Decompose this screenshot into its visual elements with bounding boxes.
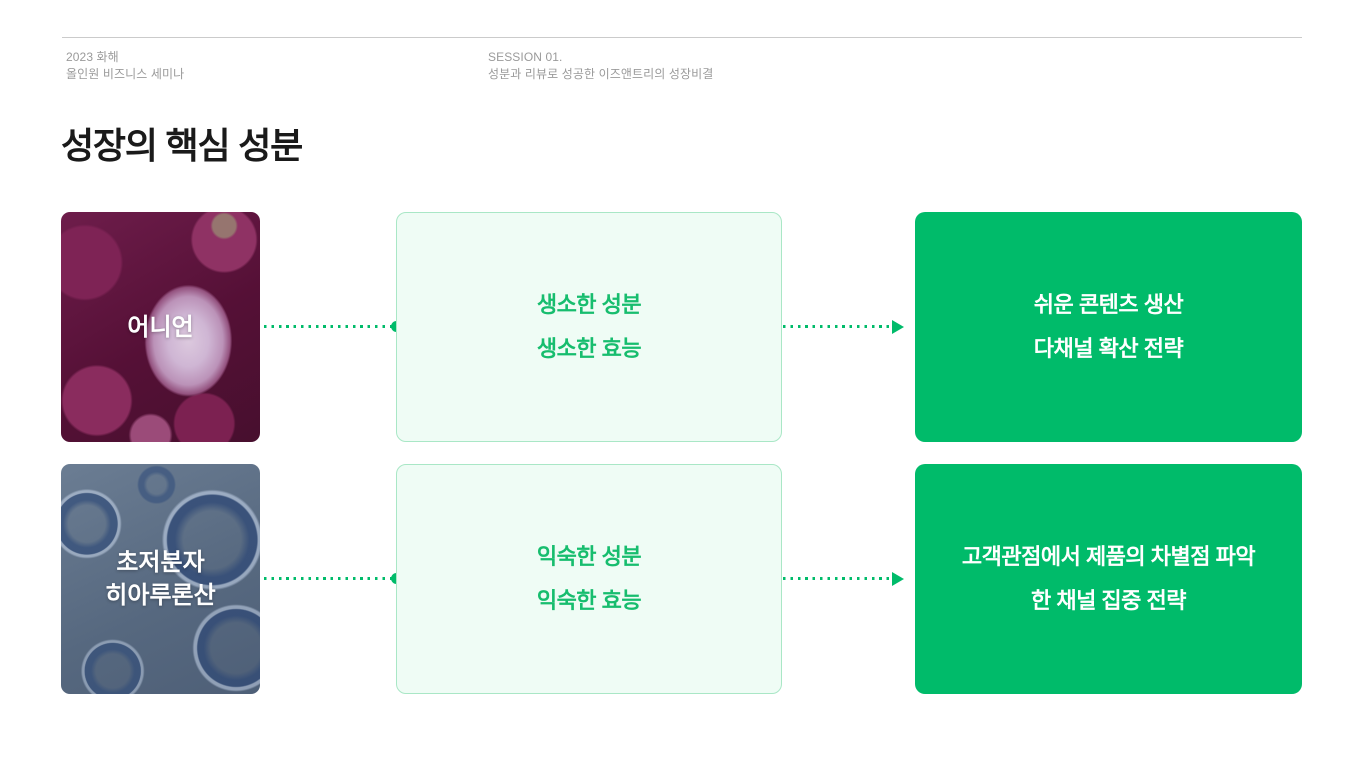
header-session-line1: SESSION 01.: [488, 50, 563, 64]
strategy-line: 쉬운 콘텐츠 생산: [1033, 292, 1184, 317]
ingredient-trait-box-row2: 익숙한 성분 익숙한 효능: [396, 464, 782, 694]
trait-line: 익숙한 성분: [536, 544, 642, 569]
ingredient-photo-hyaluronic-acid: 초저분자 히아루론산: [61, 464, 260, 694]
connector-arrowhead-icon: [892, 320, 904, 334]
header-session-line2: 성분과 리뷰로 성공한 이즈앤트리의 성장비결: [488, 67, 714, 81]
trait-line: 익숙한 효능: [536, 588, 642, 613]
strategy-box-row1: 쉬운 콘텐츠 생산 다채널 확산 전략: [915, 212, 1302, 442]
page-title: 성장의 핵심 성분: [61, 125, 303, 166]
strategy-line: 한 채널 집중 전략: [1030, 588, 1187, 613]
photo-label-line: 초저분자: [116, 549, 205, 576]
trait-line: 생소한 성분: [536, 292, 642, 317]
dotted-connector: [783, 325, 893, 328]
strategy-line: 고객관점에서 제품의 차별점 파악: [961, 544, 1256, 569]
top-divider: [62, 37, 1302, 38]
header-event-line1: 2023 화해: [66, 50, 119, 64]
dotted-connector: [264, 577, 392, 580]
connector-arrowhead-icon: [892, 572, 904, 586]
strategy-box-row2: 고객관점에서 제품의 차별점 파악 한 채널 집중 전략: [915, 464, 1302, 694]
header-event-line2: 올인원 비즈니스 세미나: [66, 67, 185, 81]
dotted-connector: [264, 325, 392, 328]
trait-line: 생소한 효능: [536, 336, 642, 361]
ingredient-photo-onion: 어니언: [61, 212, 260, 442]
dotted-connector: [783, 577, 893, 580]
ingredient-trait-box-row1: 생소한 성분 생소한 효능: [396, 212, 782, 442]
photo-label-onion: 어니언: [127, 313, 194, 341]
strategy-line: 다채널 확산 전략: [1033, 336, 1184, 361]
header-session-info: SESSION 01. 성분과 리뷰로 성공한 이즈앤트리의 성장비결: [488, 49, 713, 83]
header-event-info: 2023 화해 올인원 비즈니스 세미나: [66, 49, 184, 83]
photo-label-line: 히아루론산: [105, 582, 216, 609]
